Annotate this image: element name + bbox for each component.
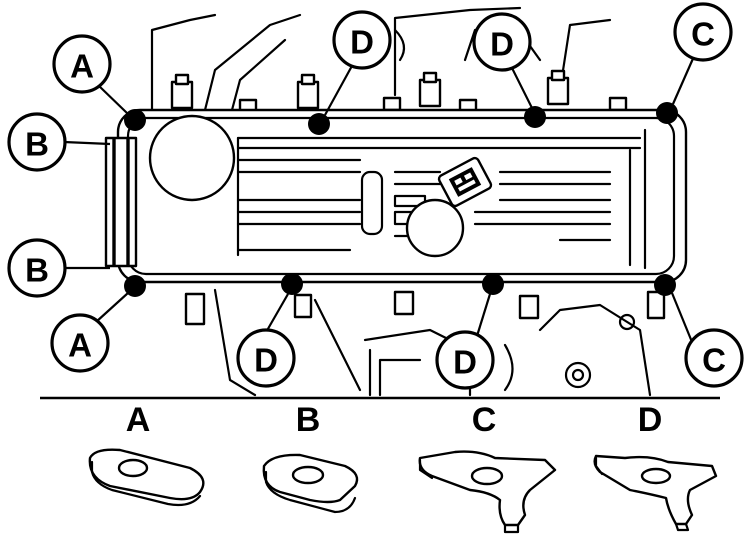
bolt-a-top [124,109,146,131]
callout-b-bottom: B [7,238,67,298]
bolt-c-bottom [654,274,676,296]
washer-d-title: D [638,401,663,439]
valve-cover [104,108,688,284]
callout-d-bottom-right-label: D [453,344,477,381]
callout-c-top-label: C [691,16,715,53]
callout-d-bottom-left-label: D [254,342,278,379]
callout-c-top: C [673,2,733,62]
callout-a-bottom: A [50,313,110,373]
washer-c-illustration [418,450,557,534]
bolt-c-top [656,102,678,124]
callout-a-bottom-label: A [68,327,92,364]
callout-d-top-right: D [472,12,532,72]
callout-d-top-right-label: D [490,26,514,63]
leader-lines [63,53,697,343]
callout-a-top: A [52,34,112,94]
bolt-a-bottom [124,275,146,297]
callout-d-bottom-left: D [236,328,296,388]
callout-d-top-left: D [332,10,392,70]
washer-a-title: A [126,401,151,439]
callout-a-top-label: A [70,48,94,85]
bolt-locations [124,102,678,297]
washer-legend: A B C D [88,401,718,534]
washer-c-title: C [472,401,497,439]
bolt-d-top-right [524,106,546,128]
washer-b-illustration [262,453,359,514]
callout-d-top-left-label: D [350,24,374,61]
callout-c-bottom-label: C [702,342,726,379]
callout-d-bottom-right: D [435,330,495,390]
washer-d-illustration [593,454,718,532]
callout-b-bottom-label: B [25,252,49,289]
callout-b-top-label: B [25,126,49,163]
bolt-d-bottom-left [281,273,303,295]
callout-c-bottom: C [684,328,744,388]
washer-b-title: B [296,401,321,439]
bolt-d-bottom-right [482,273,504,295]
washer-a-illustration [88,448,205,507]
bolt-d-top-left [308,113,330,135]
engine-background [150,6,666,397]
callout-b-top: B [7,112,67,172]
